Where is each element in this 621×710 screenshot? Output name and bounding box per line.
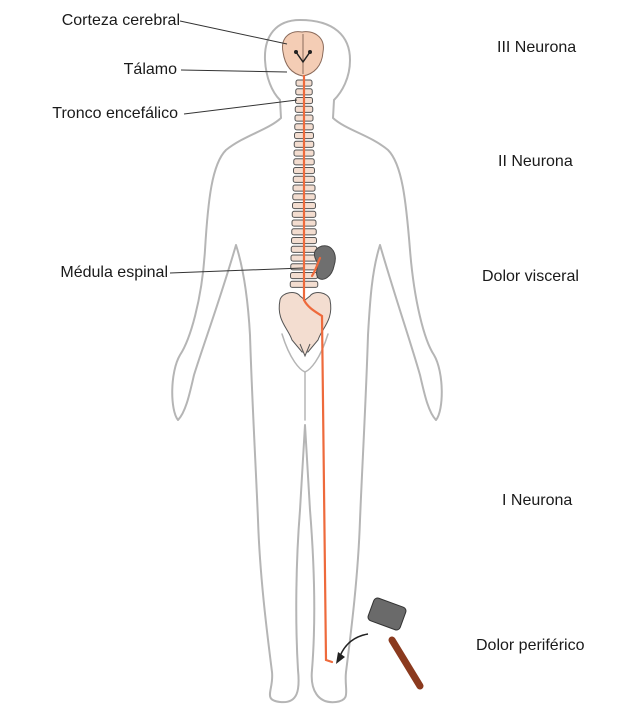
label-dolor-visceral: Dolor visceral bbox=[482, 268, 579, 286]
hammer-icon bbox=[367, 597, 420, 686]
label-tronco-encefalico: Tronco encefálico bbox=[52, 105, 178, 123]
brain bbox=[283, 32, 324, 76]
label-medula-espinal: Médula espinal bbox=[60, 264, 168, 282]
body-outline bbox=[172, 20, 442, 702]
label-iii-neurona: III Neurona bbox=[497, 39, 576, 57]
label-i-neurona: I Neurona bbox=[502, 492, 572, 510]
label-talamo: Tálamo bbox=[124, 61, 177, 79]
arrowhead bbox=[336, 652, 345, 664]
label-corteza-cerebral: Corteza cerebral bbox=[62, 12, 180, 30]
label-ii-neurona: II Neurona bbox=[498, 153, 573, 171]
label-dolor-periferico: Dolor periférico bbox=[476, 637, 584, 655]
leader-lines bbox=[170, 21, 303, 273]
stimulus-arrow bbox=[340, 634, 368, 656]
